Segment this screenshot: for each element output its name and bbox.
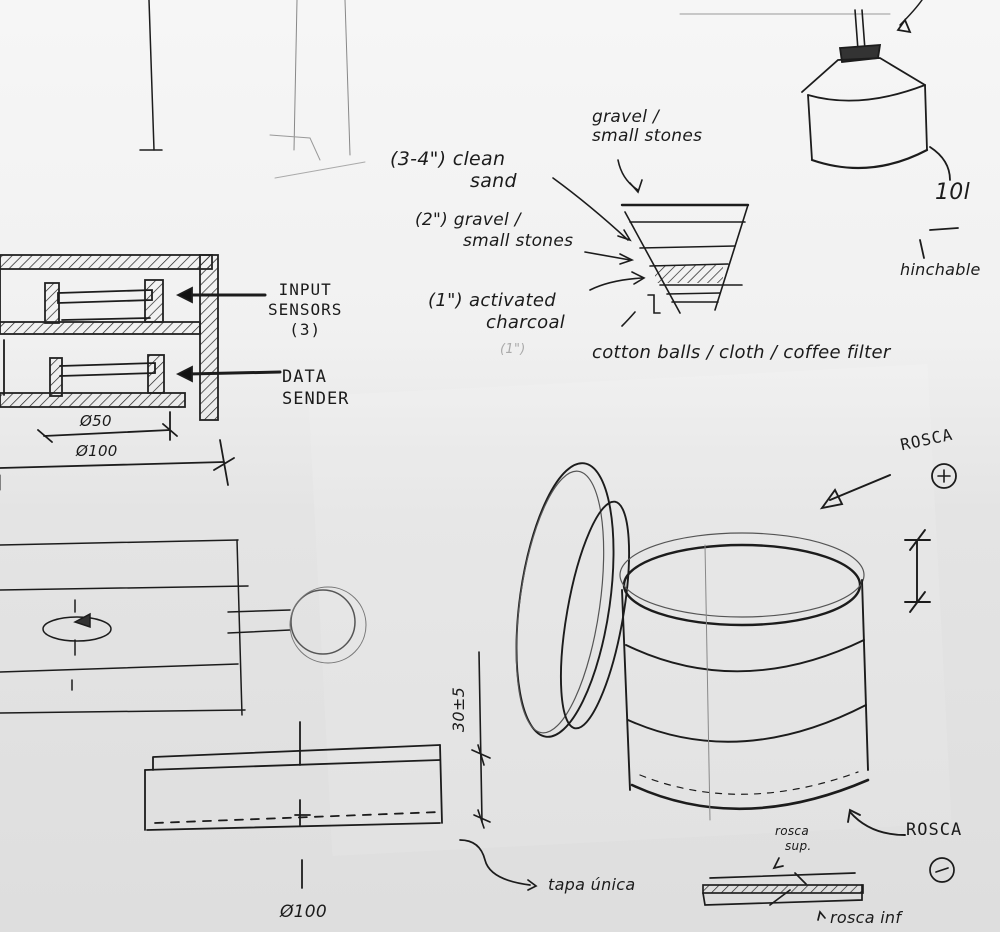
label-rosca-inf: rosca inf	[830, 908, 902, 927]
label-clean-sand: (3-4") clean sand	[390, 148, 517, 192]
label-tapa-unica: tapa única	[548, 875, 636, 894]
label-input-line2: SENSORS	[268, 300, 343, 319]
label-gravel-line2: small stones	[463, 231, 574, 251]
label-sender-line2: SENDER	[282, 389, 350, 409]
dim-front-diameter: Ø100	[280, 902, 328, 922]
label-charcoal-line2: charcoal	[486, 312, 566, 333]
label-clean-sand-line1: (3-4") clean	[390, 148, 506, 170]
label-hinchable: hinchable	[900, 260, 981, 279]
dim-height: 30±5	[449, 686, 469, 733]
front-view-sketch	[144, 721, 443, 889]
filter-top-label-line2: small stones	[592, 126, 703, 146]
label-volume: 10l	[935, 180, 971, 205]
label-gravel-line1: (2") gravel /	[415, 210, 521, 230]
filter-top-label-line1: gravel /	[592, 107, 659, 127]
label-input-sensors: INPUT SENSORS (3)	[268, 280, 342, 340]
container-sketch	[679, 0, 959, 259]
filter-top-label: gravel / small stones	[592, 108, 702, 146]
top-view-sketch	[0, 539, 367, 716]
faded-note: (1")	[500, 342, 526, 357]
label-sender-line1: DATA	[282, 367, 327, 387]
device-section-sketch	[0, 254, 282, 491]
filter-funnel-sketch	[552, 159, 750, 327]
label-clean-sand-line2: sand	[470, 170, 517, 192]
label-input-line1: INPUT	[278, 280, 332, 299]
label-cotton-balls: cotton balls / cloth / coffee filter	[592, 342, 891, 363]
top-left-lines	[139, 0, 366, 179]
label-charcoal-line1: (1") activated	[428, 290, 556, 311]
label-rosca-sup-line2: sup.	[785, 839, 812, 853]
dim-outer-diameter: Ø100	[76, 442, 118, 460]
label-rosca-sup: rosca sup.	[775, 824, 812, 854]
label-rosca-sup-line1: rosca	[775, 824, 809, 838]
height-dimension	[471, 651, 491, 829]
label-gravel: (2") gravel / small stones	[415, 210, 573, 252]
label-activated-charcoal: (1") activated charcoal	[428, 290, 565, 334]
lid-detail-sketch	[459, 839, 955, 921]
label-data-sender: DATA SENDER	[282, 366, 349, 410]
dim-inner-diameter: Ø50	[80, 412, 112, 430]
label-rosca-bottom: ROSCA	[906, 820, 963, 840]
label-input-line3: (3)	[289, 320, 322, 339]
jar-sketch	[515, 462, 931, 836]
